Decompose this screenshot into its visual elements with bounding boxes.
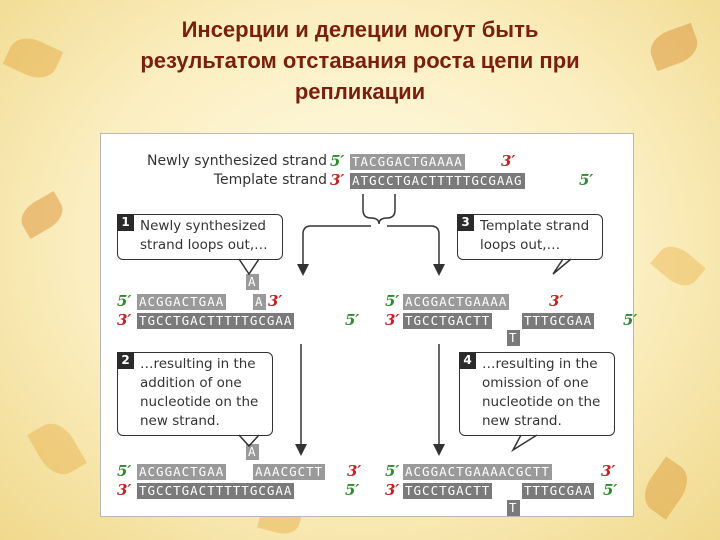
right-bottom-template-3prime: 3′ [385,481,400,499]
top-new-3prime: 3′ [501,152,516,170]
step-3-box: 3 Template strand loops out,… [457,214,603,260]
top-template-strand: ATGCCTGACTTTTTGCGAAG [350,173,525,189]
callout-pointer-3 [552,258,572,275]
right-bottom-template-strand-b: TTTGCGAA [522,483,595,499]
left-bottom-template-5prime: 5′ [345,481,360,499]
step-1-number: 1 [117,214,134,231]
right-mid-template-strand-a: TGCCTGACTT [403,313,493,329]
step-4-number: 4 [459,352,476,369]
left-bottom-template-3prime: 3′ [117,481,132,499]
leaf-decoration [650,238,706,294]
slide-title: Инсерции и делеции могут быть результато… [60,14,660,107]
leaf-decoration [636,456,696,520]
right-mid-new-strand: ACGGACTGAAAA [403,294,510,310]
bracket [362,194,396,225]
left-bottom-loop-base: A [246,444,259,460]
step-4-line: nucleotide on the [482,394,601,410]
right-mid-loop-base: T [507,330,520,346]
step-4-line: new strand. [482,413,562,429]
left-mid-loop-base: A [246,274,259,290]
step-4-line: …resulting in the [482,356,598,372]
dna-slippage-diagram: Newly synthesized strand Template strand… [100,133,638,517]
top-template-5prime: 5′ [579,171,594,189]
right-mid-new-3prime: 3′ [549,292,564,310]
step-3-number: 3 [457,214,474,231]
callout-pointer-1 [238,258,260,276]
title-line-2: результатом отставания роста цепи при [140,48,580,73]
left-mid-template-strand: TGCCTGACTTTTTGCGAA [137,313,295,329]
left-mid-new-strand-b: A [253,294,266,310]
right-bottom-new-3prime: 3′ [601,462,616,480]
step-3-line: Template strand [480,218,590,234]
branch-right-arrow [387,225,445,276]
step-1-line: strand loops out,… [140,237,268,253]
right-mid-template-strand-b: TTTGCGAA [522,313,595,329]
branch-left-arrow [297,225,371,276]
left-bottom-new-3prime: 3′ [347,462,362,480]
left-bottom-new-5prime: 5′ [117,462,132,480]
left-mid-template-3prime: 3′ [117,311,132,329]
right-bottom-template-strand-a: TGCCTGACTT [403,483,493,499]
left-mid-new-5prime: 5′ [117,292,132,310]
step-3-line: loops out,… [480,237,561,253]
right-mid-new-5prime: 5′ [385,292,400,310]
leaf-decoration [2,31,64,85]
left-bottom-new-strand-b: AAACGCTT [253,464,326,480]
left-bottom-template-strand: TGCCTGACTTTTTGCGAA [137,483,295,499]
leaf-decoration [27,416,87,482]
step-2-line: …resulting in the [140,356,256,372]
step-4-box: 4 …resulting in the omission of one nucl… [459,352,615,436]
step-1-line: Newly synthesized [140,218,266,234]
label-template: Template strand [213,172,327,188]
callout-pointer-2 [238,434,260,448]
step-2-line: addition of one [140,375,242,391]
right-bottom-new-strand: ACGGACTGAAAACGCTT [403,464,552,480]
right-mid-template-3prime: 3′ [385,311,400,329]
strand-labels: Newly synthesized strand Template strand [115,152,327,190]
label-newly-synthesized: Newly synthesized strand [147,153,327,169]
step-1-box: 1 Newly synthesized strand loops out,… [117,214,283,260]
title-line-3: репликации [294,79,426,104]
callout-pointer-4 [511,434,538,453]
top-new-strand: TACGGACTGAAAA [350,154,465,170]
left-mid-new-strand-a: ACGGACTGAA [137,294,227,310]
left-mid-template-5prime: 5′ [345,311,360,329]
step-2-number: 2 [117,352,134,369]
right-mid-template-5prime: 5′ [623,311,638,329]
title-line-1: Инсерции и делеции могут быть [181,17,539,42]
right-bottom-new-5prime: 5′ [385,462,400,480]
leaf-decoration [15,191,69,239]
right-bottom-template-5prime: 5′ [603,481,618,499]
step-4-line: omission of one [482,375,589,391]
connector-lines [238,194,572,456]
right-bottom-loop-base: T [507,500,520,516]
top-new-5prime: 5′ [330,152,345,170]
top-template-3prime: 3′ [330,171,345,189]
step-2-line: new strand. [140,413,220,429]
left-mid-new-3prime: 3′ [268,292,283,310]
step-2-box: 2 …resulting in the addition of one nucl… [117,352,273,436]
left-bottom-new-strand-a: ACGGACTGAA [137,464,227,480]
step-2-line: nucleotide on the [140,394,259,410]
